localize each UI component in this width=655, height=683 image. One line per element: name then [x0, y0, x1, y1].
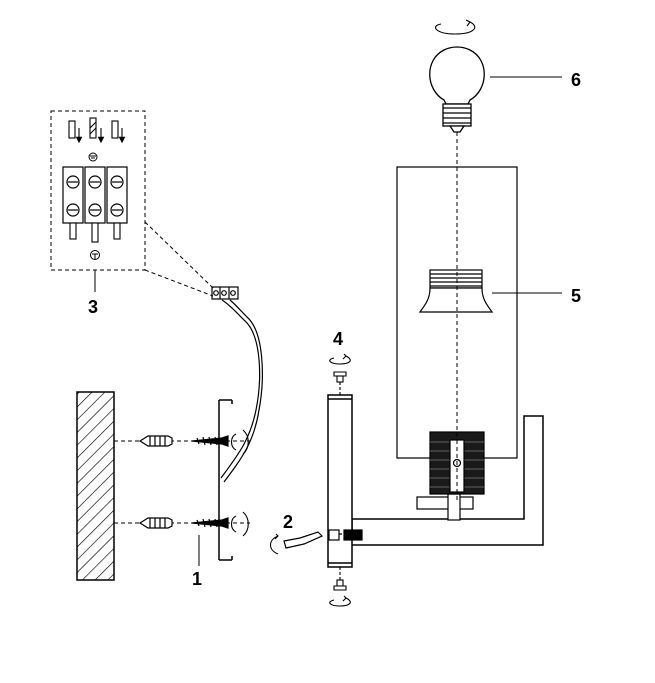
label-part-3: 3	[88, 297, 98, 317]
cap-screw-bottom	[333, 567, 347, 591]
light-bulb-icon	[429, 46, 485, 133]
screw-lower	[191, 517, 229, 529]
terminal-block-small	[211, 286, 239, 300]
rotate-arrow-icon	[329, 595, 351, 607]
label-part-5: 5	[571, 286, 581, 306]
back-plate	[327, 394, 353, 568]
mounting-plate	[218, 399, 233, 561]
wall	[76, 391, 115, 581]
supply-cable	[220, 299, 263, 483]
rotate-arrow-icon	[435, 19, 476, 35]
terminal-detail-box	[50, 110, 146, 271]
callout-leaders	[198, 76, 562, 566]
label-part-6: 6	[571, 70, 581, 90]
rotate-arrow-icon	[230, 429, 249, 537]
label-part-2: 2	[283, 512, 293, 532]
wall-plug-upper	[138, 435, 173, 447]
earth-screw-icon	[90, 250, 100, 260]
label-part-1: 1	[192, 569, 202, 589]
earth-icon	[88, 152, 98, 162]
rotate-arrow-icon	[329, 353, 351, 365]
rotate-arrow-icon	[269, 533, 279, 555]
terminal-connectors	[62, 166, 128, 224]
wire-ends	[68, 117, 126, 144]
terminal-wires	[69, 222, 121, 243]
threaded-rod	[343, 529, 363, 541]
label-part-4: 4	[333, 329, 343, 349]
detail-leader-lines	[144, 221, 214, 297]
shade-ring	[418, 269, 494, 313]
screw-center-lines	[114, 440, 250, 524]
wall-plug-lower	[138, 517, 173, 529]
cap-screw-top	[333, 371, 347, 395]
screw-upper	[191, 435, 229, 447]
